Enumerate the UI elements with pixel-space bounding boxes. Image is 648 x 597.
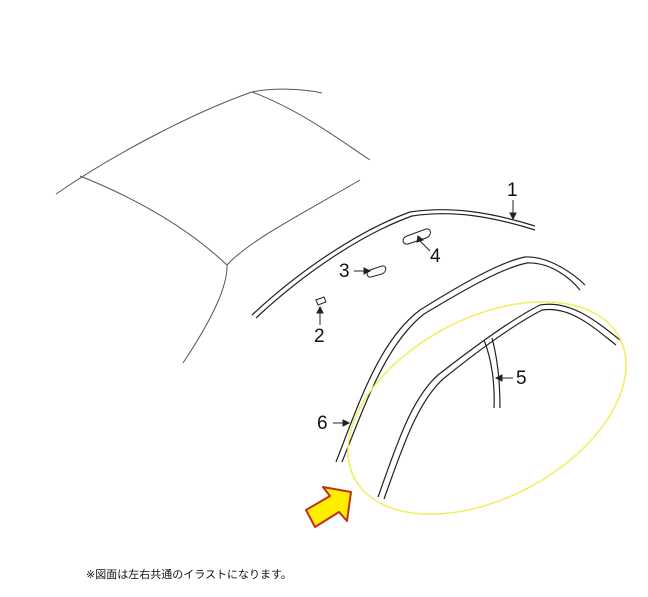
callout-3: 3 bbox=[339, 261, 350, 282]
callout-2: 2 bbox=[314, 326, 325, 347]
callout-5: 5 bbox=[516, 368, 527, 389]
part-2-clip bbox=[315, 296, 327, 306]
callout-6: 6 bbox=[317, 413, 328, 434]
part-1-roof-molding bbox=[251, 209, 536, 319]
part-6-weatherstrip bbox=[335, 256, 586, 463]
pointer-arrow-icon bbox=[305, 486, 352, 528]
highlight-ellipse bbox=[347, 301, 627, 515]
part-4-clip bbox=[402, 228, 431, 245]
part-5-weatherstrip bbox=[377, 303, 621, 500]
roof-outline bbox=[55, 88, 371, 364]
callout-4: 4 bbox=[430, 246, 441, 267]
callout-arrows bbox=[316, 200, 517, 427]
footnote: ※図面は左右共通のイラストになります。 bbox=[86, 568, 292, 581]
callout-1: 1 bbox=[507, 180, 518, 201]
